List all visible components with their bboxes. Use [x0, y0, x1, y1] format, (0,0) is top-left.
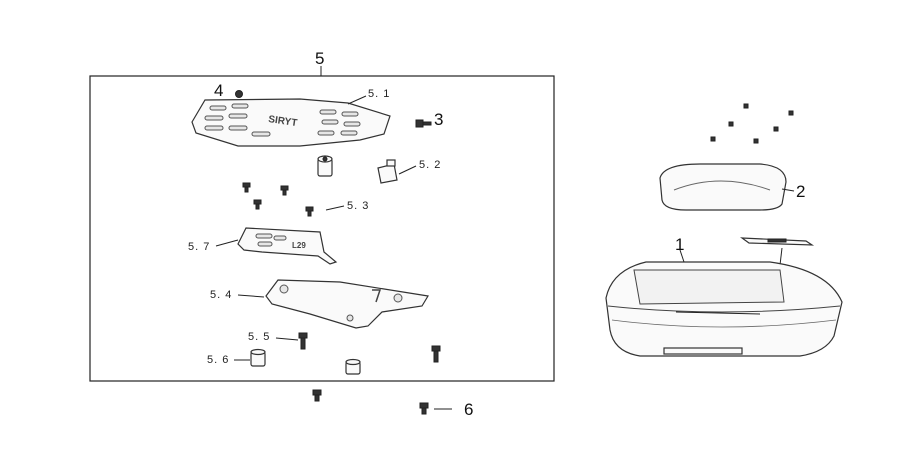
leader-emblem	[779, 247, 783, 266]
leader-5-3	[325, 205, 345, 211]
callout-5-3: 5. 3	[347, 200, 369, 212]
callout-5-5: 5. 5	[248, 331, 270, 343]
callout-5: 5	[315, 49, 324, 68]
sleeve-part-5-2	[317, 155, 398, 184]
top-case-part-1	[605, 261, 843, 357]
bracket-part-5-7: L29	[237, 227, 338, 265]
base-plate-part-5-4	[265, 279, 429, 329]
callout-4: 4	[214, 81, 223, 100]
backrest-pad-part-2	[659, 163, 787, 211]
spacers-part-5-6	[250, 348, 361, 375]
emblem-strip	[739, 237, 815, 246]
callout-5-4: 5. 4	[210, 289, 232, 301]
bolt-part-3	[415, 119, 432, 128]
leader-2	[781, 188, 795, 192]
callout-2: 2	[796, 182, 805, 201]
leader-5-2	[398, 165, 417, 175]
screws-part-5-3	[242, 182, 314, 217]
carrier-plate-5-1: SIRYT	[191, 98, 391, 147]
leader-5-5	[275, 337, 299, 341]
assembly-frame	[89, 75, 555, 382]
leader-5-4	[237, 294, 265, 298]
callout-3: 3	[434, 110, 443, 129]
callout-1: 1	[675, 235, 684, 254]
bracket-marking: L29	[292, 241, 306, 250]
callout-5-7: 5. 7	[188, 241, 210, 253]
callout-6: 6	[464, 400, 473, 419]
leader-5-1	[347, 95, 367, 105]
callout-5-1: 5. 1	[368, 88, 390, 100]
leader-5-7	[215, 239, 239, 247]
screws-part-6	[312, 389, 429, 415]
leader-1	[679, 249, 685, 263]
callout-5-2: 5. 2	[419, 159, 441, 171]
nut-part-4	[235, 90, 243, 98]
bolts-part-5-5	[298, 332, 441, 363]
plate-marking: SIRYT	[268, 114, 298, 129]
small-hardware	[710, 103, 794, 144]
callout-5-6: 5. 6	[207, 354, 229, 366]
